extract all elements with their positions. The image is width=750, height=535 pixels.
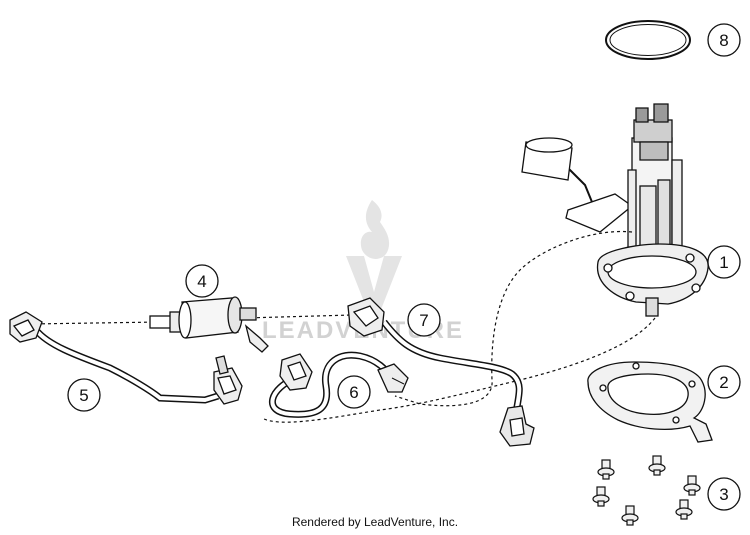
fuel-pump-assembly xyxy=(521,103,709,317)
fuel-hose-7 xyxy=(347,297,535,447)
callout-4: 4 xyxy=(185,264,219,298)
callout-number: 7 xyxy=(419,311,428,330)
callout-7: 7 xyxy=(407,303,441,337)
callout-number: 5 xyxy=(79,386,88,405)
callout-number: 3 xyxy=(719,485,728,504)
fuel-filter-part xyxy=(149,296,269,353)
fuel-hose-5 xyxy=(9,311,243,405)
callout-number: 2 xyxy=(719,373,728,392)
callout-number: 1 xyxy=(719,253,728,272)
callout-2: 2 xyxy=(707,365,741,399)
watermark-v-icon xyxy=(346,256,402,312)
callout-8: 8 xyxy=(707,23,741,57)
callout-number: 8 xyxy=(719,31,728,50)
callout-number: 4 xyxy=(197,272,206,291)
callout-number: 6 xyxy=(349,383,358,402)
fuel-hose-6 xyxy=(269,351,409,418)
o-ring-part xyxy=(605,20,691,60)
footer-credit: Rendered by LeadVenture, Inc. xyxy=(291,515,459,529)
callout-1: 1 xyxy=(707,245,741,279)
callout-5: 5 xyxy=(67,378,101,412)
screws-part xyxy=(592,455,701,526)
watermark-flame-icon xyxy=(360,200,390,259)
callout-6: 6 xyxy=(337,375,371,409)
assembly-dashed-lines xyxy=(29,230,656,423)
callout-3: 3 xyxy=(707,477,741,511)
gasket-part xyxy=(587,361,713,443)
